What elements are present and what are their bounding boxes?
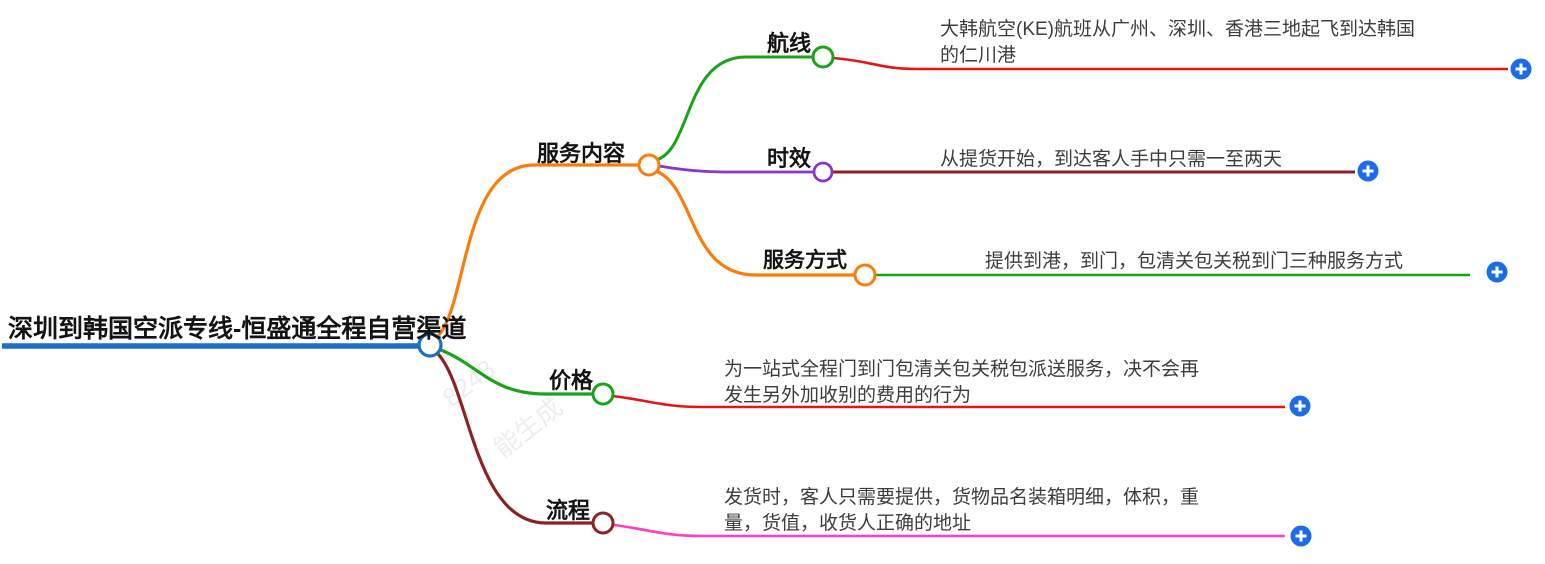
plus-icon <box>1362 165 1374 177</box>
connector-service-mode <box>655 169 855 277</box>
root-node-label[interactable]: 深圳到韩国空派专线-恒盛通全程自营渠道 <box>8 315 467 343</box>
plus-icon <box>1294 400 1306 412</box>
service-mode-desc[interactable]: 提供到港，到门，包清关包关税到门三种服务方式 <box>985 249 1403 275</box>
add-node-button-timeliness[interactable] <box>1357 160 1379 182</box>
process-desc-line1: 发货时，客人只需要提供，货物品名装箱明细，体积，重 <box>724 487 1200 508</box>
underline-price-desc <box>612 394 1285 409</box>
service-mode-desc-line1: 提供到港，到门，包清关包关税到门三种服务方式 <box>985 251 1404 272</box>
price-desc-line2: 发生另外加收别的费用的行为 <box>724 385 972 406</box>
add-node-button-route[interactable] <box>1510 58 1532 80</box>
plus-icon <box>1515 63 1527 75</box>
underline-route-desc <box>832 56 1508 71</box>
route-desc[interactable]: 大韩航空(KE)航班从广州、深圳、香港三地起飞到达韩国 的仁川港 <box>940 17 1415 69</box>
plus-icon <box>1295 530 1307 542</box>
plus-icon <box>1491 266 1503 278</box>
connector-root-service-content <box>436 163 640 338</box>
service-mode-label[interactable]: 服务方式 <box>763 249 847 272</box>
process-desc[interactable]: 发货时，客人只需要提供，货物品名装箱明细，体积，重 量，货值，收货人正确的地址 <box>724 485 1199 537</box>
root-node-handle[interactable] <box>417 332 443 358</box>
connector-service-timeliness <box>658 164 814 174</box>
service-content-label[interactable]: 服务内容 <box>537 141 626 166</box>
price-label[interactable]: 价格 <box>549 368 594 393</box>
route-label[interactable]: 航线 <box>767 31 812 56</box>
timeliness-desc-line1: 从提货开始，到达客人手中只需一至两天 <box>940 149 1283 170</box>
service-mode-node-handle[interactable] <box>853 263 877 287</box>
timeliness-label[interactable]: 时效 <box>767 146 812 171</box>
connector-root-price <box>440 348 593 396</box>
timeliness-desc[interactable]: 从提货开始，到达客人手中只需一至两天 <box>940 147 1282 173</box>
process-desc-line2: 量，货值，收货人正确的地址 <box>724 513 972 534</box>
price-desc-line1: 为一站式全程门到门包清关包关税包派送服务，决不会再 <box>724 359 1200 380</box>
process-node-handle[interactable] <box>591 511 615 535</box>
process-label[interactable]: 流程 <box>546 498 591 523</box>
route-desc-line1: 大韩航空(KE)航班从广州、深圳、香港三地起飞到达韩国 <box>940 19 1416 40</box>
add-node-button-price[interactable] <box>1289 395 1311 417</box>
connector-root-process <box>436 352 593 525</box>
route-node-handle[interactable] <box>811 45 835 69</box>
service-content-node-handle[interactable] <box>637 153 661 177</box>
underline-process-desc <box>613 523 1285 538</box>
connector-service-route <box>655 55 813 162</box>
add-node-button-process[interactable] <box>1290 525 1312 547</box>
price-node-handle[interactable] <box>591 382 615 406</box>
price-desc[interactable]: 为一站式全程门到门包清关包关税包派送服务，决不会再 发生另外加收别的费用的行为 <box>724 357 1199 409</box>
route-desc-line2: 的仁川港 <box>940 45 1017 66</box>
timeliness-node-handle[interactable] <box>812 161 834 183</box>
add-node-button-service-mode[interactable] <box>1486 261 1508 283</box>
